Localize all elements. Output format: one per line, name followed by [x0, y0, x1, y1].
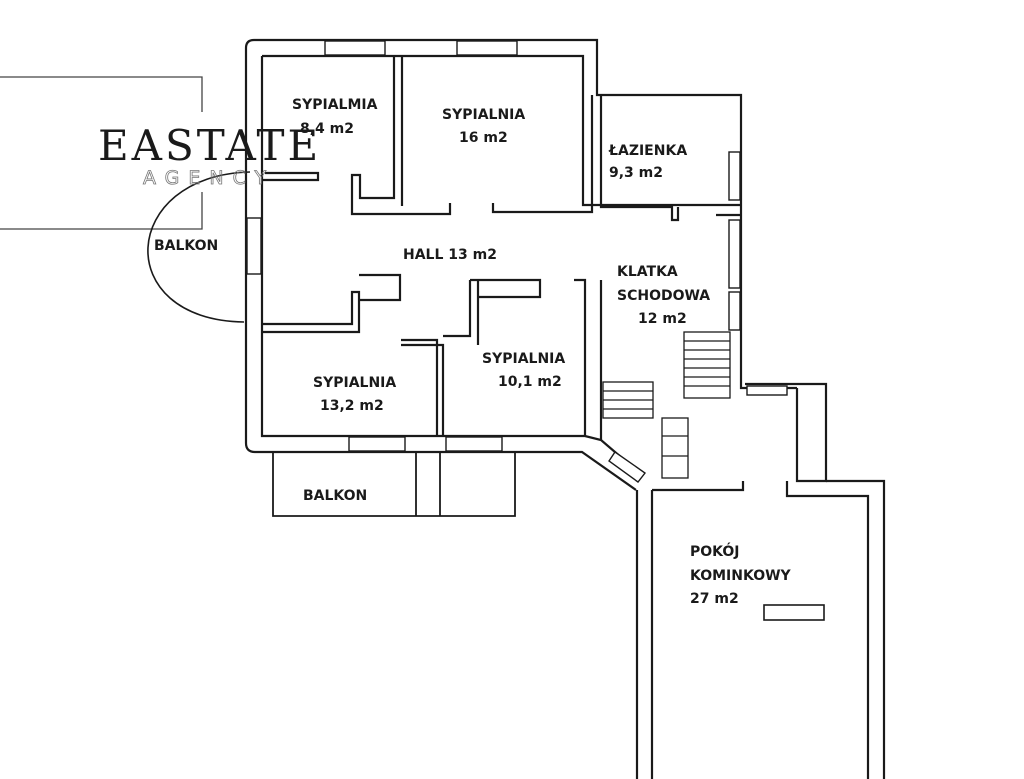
window — [456, 40, 518, 56]
room-area-bathroom: 9,3 m2 — [609, 165, 663, 181]
logo-subtitle: AGENCY — [143, 167, 275, 189]
room-area-staircase: 12 m2 — [638, 311, 687, 327]
room-name-fireplace-line1: POKÓJ — [690, 542, 740, 560]
balcony-south-outline — [272, 452, 516, 517]
room-name-fireplace-line2: KOMINKOWY — [690, 568, 792, 584]
room-area-bedroom-small: 8,4 m2 — [300, 121, 354, 137]
balcony-west-label: BALKON — [154, 238, 218, 254]
interior-walls — [262, 56, 870, 779]
room-area-bedroom-top: 16 m2 — [459, 130, 508, 146]
window — [608, 451, 647, 483]
window — [246, 217, 262, 275]
room-name-staircase-line1: KLATKA — [617, 264, 678, 280]
room-area-fireplace: 27 m2 — [690, 591, 739, 607]
window — [728, 151, 741, 201]
balcony-south-label: BALKON — [303, 488, 367, 504]
window — [348, 436, 406, 452]
room-area-bedroom-right: 10,1 m2 — [498, 374, 562, 390]
window — [445, 436, 503, 452]
window — [728, 219, 741, 289]
room-name-bathroom: ŁAZIENKA — [608, 143, 687, 159]
window — [728, 291, 741, 331]
balcony-west-outline — [147, 171, 251, 323]
windows — [246, 40, 788, 483]
window — [324, 40, 386, 56]
room-name-bedroom-right: SYPIALNIA — [482, 351, 565, 367]
logo-brand: EASTATE — [98, 121, 321, 170]
fireplace — [763, 604, 825, 621]
room-area-bedroom-left: 13,2 m2 — [320, 398, 384, 414]
staircase-steps — [602, 331, 731, 479]
room-name-hall: HALL 13 m2 — [403, 247, 497, 263]
room-name-staircase-line2: SCHODOWA — [617, 288, 710, 304]
room-name-bedroom-left: SYPIALNIA — [313, 375, 396, 391]
logo-frame — [0, 76, 203, 230]
room-name-bedroom-top: SYPIALNIA — [442, 107, 525, 123]
window — [746, 385, 788, 396]
room-name-bedroom-small: SYPIALMIA — [292, 97, 378, 113]
